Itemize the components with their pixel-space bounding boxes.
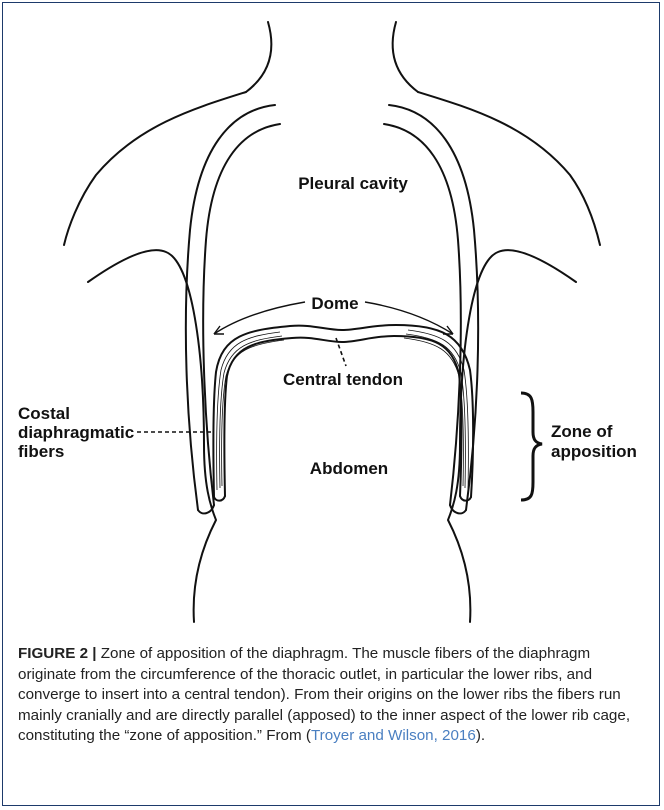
neck-right-outline (393, 22, 418, 92)
label-zone-line2: apposition (551, 442, 637, 461)
figure-caption: FIGURE 2 | Zone of apposition of the dia… (18, 644, 650, 747)
label-costal-line1: Costal (18, 404, 70, 423)
caption-tail: ). (476, 727, 485, 744)
caption-reference-link[interactable]: Troyer and Wilson, 2016 (311, 727, 476, 744)
label-pleural-cavity: Pleural cavity (298, 174, 408, 193)
shoulder-left-outline (64, 92, 246, 245)
label-dome: Dome (311, 294, 358, 313)
rib-left-outer (186, 105, 275, 510)
diaphragm-diagram: Pleural cavity Dome Central tendon Costa… (0, 0, 664, 640)
label-costal-line3: fibers (18, 442, 64, 461)
label-central-tendon: Central tendon (283, 370, 403, 389)
shoulder-right-outline (418, 92, 600, 245)
costal-fibers-left (217, 332, 284, 490)
label-zone-line1: Zone of (551, 422, 613, 441)
diaphragm-right-tip (460, 496, 471, 501)
label-costal-line2: diaphragmatic (18, 423, 134, 442)
neck-left-outline (246, 22, 271, 92)
rib-left-inner (203, 124, 280, 505)
rib-right-outer (389, 105, 478, 510)
label-abdomen: Abdomen (310, 459, 388, 478)
diaphragm-left-tip (214, 496, 225, 501)
zone-brace (521, 393, 542, 500)
caption-figure-number: FIGURE 2 | (18, 645, 97, 662)
